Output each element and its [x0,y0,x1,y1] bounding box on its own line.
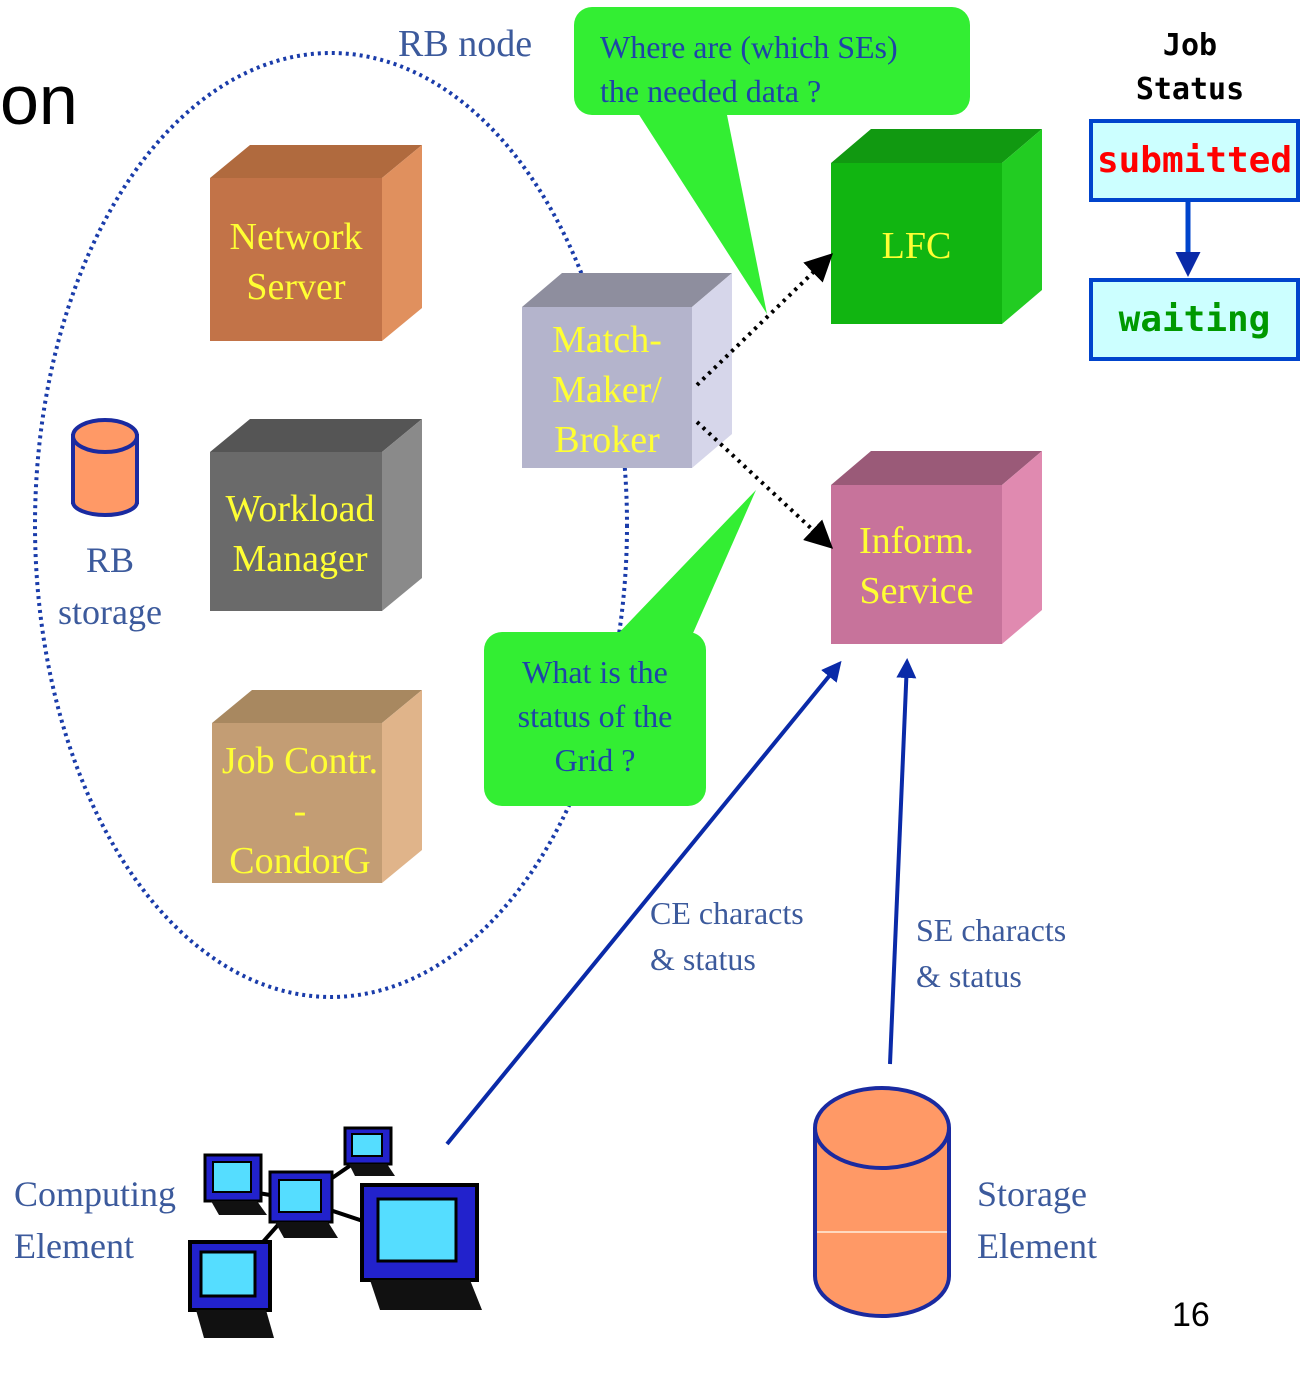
label-line: Element [977,1226,1097,1266]
status-submitted-badge: submitted [1089,119,1300,202]
grid-callout-tail [612,490,756,640]
label-line: CondorG [229,840,371,882]
label-line: Job [1162,28,1218,63]
label-line: Service [859,570,974,612]
information-service-label: Inform. Service [831,516,1002,616]
ce-edge-label: CE characts & status [650,890,804,982]
label-line: Workload [225,488,375,530]
matchmaker-label: Match- Maker/ Broker [522,315,692,465]
label-line: Storage [977,1174,1087,1214]
callout-line: the needed data ? [600,73,822,109]
label-line: Element [14,1226,134,1266]
label-line: RB [85,540,135,580]
label-line: Job Contr. [221,740,379,782]
page-number: 16 [1172,1296,1210,1334]
storage-element-cylinder[interactable] [813,1086,951,1318]
rb-storage-label: RB storage [40,534,180,638]
label-line: Manager [232,538,368,580]
label-line: LFC [881,225,952,267]
label-line: CE characts [650,895,804,931]
ce-to-infoservice-arrow [445,660,842,1146]
workload-manager-box[interactable] [210,419,422,611]
label-line: Server [246,266,346,308]
label-line: & status [916,958,1022,994]
job-status-title: Job Status [1105,24,1275,112]
se-edge-label: SE characts & status [916,907,1066,999]
callout-line: Where are (which SEs) [600,29,898,65]
callout-line: What is the [522,654,668,690]
rb-node-label: RB node [398,23,533,65]
lfc-box[interactable] [831,129,1042,324]
job-controller-label: Job Contr. - CondorG [210,736,390,886]
computing-element-label: Computing Element [14,1168,176,1272]
label-line: SE characts [916,912,1067,948]
storage-element-label: Storage Element [977,1168,1097,1272]
label-line: Network [229,216,363,258]
grid-status-callout: What is the status of the Grid ? [484,632,706,806]
rb-node-boundary [33,51,629,999]
label-line: Broker [554,419,660,461]
label-line: & status [650,941,756,977]
label-line: Status [1135,72,1245,107]
status-waiting-badge: waiting [1089,278,1300,361]
callout-line: Grid ? [554,742,636,778]
data-location-callout: Where are (which SEs) the needed data ? [574,7,970,115]
job-controller-box[interactable] [212,690,422,883]
rb-storage-cylinder [71,418,139,517]
slide-title-fragment: on [0,61,78,139]
workload-manager-label: Workload Manager [210,484,390,584]
matchmaker-box[interactable] [522,273,732,468]
lfc-label: LFC [831,221,1002,271]
label-line: Match- [552,319,662,361]
label-line: storage [58,592,162,632]
data-callout-tail [636,110,767,314]
callout-line: status of the [517,698,673,734]
network-server-box[interactable] [210,145,422,341]
label-line: Inform. [858,520,975,562]
label-line: Computing [14,1174,177,1214]
label-line: - [293,790,307,832]
label-line: Maker/ [552,369,662,411]
se-to-infoservice-arrow [888,658,917,1065]
computing-element-icon[interactable] [188,1126,482,1338]
information-service-box[interactable] [831,451,1042,644]
matchmaker-to-lfc-arrow [695,253,834,387]
matchmaker-to-infoservice-arrow [695,420,834,549]
network-server-label: Network Server [210,212,382,312]
